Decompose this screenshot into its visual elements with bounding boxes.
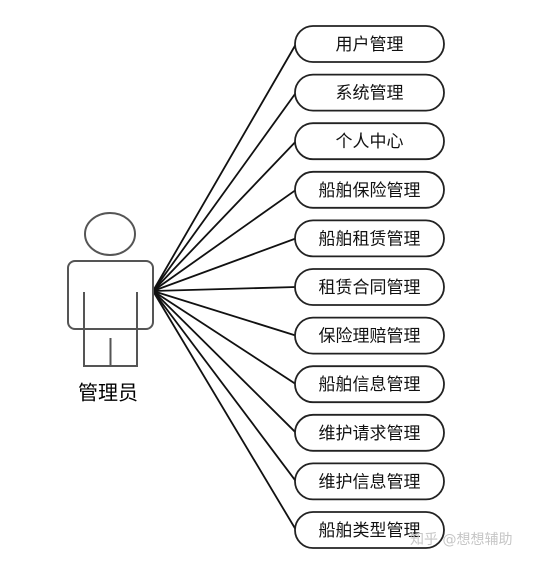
use-case-label: 个人中心 — [336, 132, 404, 152]
use-case-label: 船舶租赁管理 — [319, 229, 421, 249]
association-line — [152, 290, 297, 531]
association-line — [152, 140, 297, 292]
actor-body — [67, 260, 154, 330]
use-case: 个人中心 — [294, 122, 445, 161]
use-case-list: 用户管理系统管理个人中心船舶保险管理船舶租赁管理租赁合同管理保险理赔管理船舶信息… — [294, 25, 445, 549]
association-line — [152, 43, 297, 292]
watermark: 知乎 @想想辅助 — [410, 531, 512, 548]
use-case-box — [294, 170, 445, 209]
use-case-box — [294, 219, 445, 258]
use-case: 系统管理 — [294, 73, 445, 112]
association-line — [152, 286, 297, 292]
actor-head — [84, 212, 136, 256]
use-case-label: 用户管理 — [336, 35, 404, 55]
association-line — [152, 290, 297, 337]
use-case-label: 维护信息管理 — [319, 472, 421, 492]
use-case-box — [294, 413, 445, 452]
actor-label: 管理员 — [78, 381, 138, 405]
use-case-label: 系统管理 — [336, 84, 404, 104]
use-case-box — [294, 316, 445, 355]
use-case-box — [294, 365, 445, 404]
use-case-box — [294, 268, 445, 306]
use-case-label: 租赁合同管理 — [319, 278, 421, 298]
use-case: 船舶租赁管理 — [294, 219, 445, 258]
use-case: 维护信息管理 — [294, 462, 445, 501]
association-lines — [152, 43, 297, 531]
association-line — [152, 290, 297, 385]
use-case: 船舶保险管理 — [294, 170, 445, 209]
use-case-box — [294, 73, 445, 112]
association-line — [152, 92, 297, 292]
association-line — [152, 290, 297, 434]
association-line — [152, 237, 297, 292]
use-case: 船舶类型管理 — [294, 511, 445, 549]
use-case-box — [294, 25, 445, 63]
association-line — [152, 189, 297, 292]
use-case-label: 维护请求管理 — [319, 424, 421, 444]
use-case-label: 船舶保险管理 — [319, 181, 421, 201]
use-case: 用户管理 — [294, 25, 445, 63]
use-case-label: 船舶信息管理 — [319, 375, 421, 395]
use-case-label: 船舶类型管理 — [319, 521, 421, 541]
use-case-box — [294, 511, 445, 549]
use-case: 租赁合同管理 — [294, 268, 445, 306]
use-case-box — [294, 122, 445, 161]
association-line — [152, 290, 297, 482]
use-case-label: 保险理赔管理 — [319, 327, 421, 347]
use-case-box — [294, 462, 445, 501]
use-case: 保险理赔管理 — [294, 316, 445, 355]
actor-figure: 管理员 — [67, 212, 154, 405]
use-case: 船舶信息管理 — [294, 365, 445, 404]
use-case: 维护请求管理 — [294, 413, 445, 452]
